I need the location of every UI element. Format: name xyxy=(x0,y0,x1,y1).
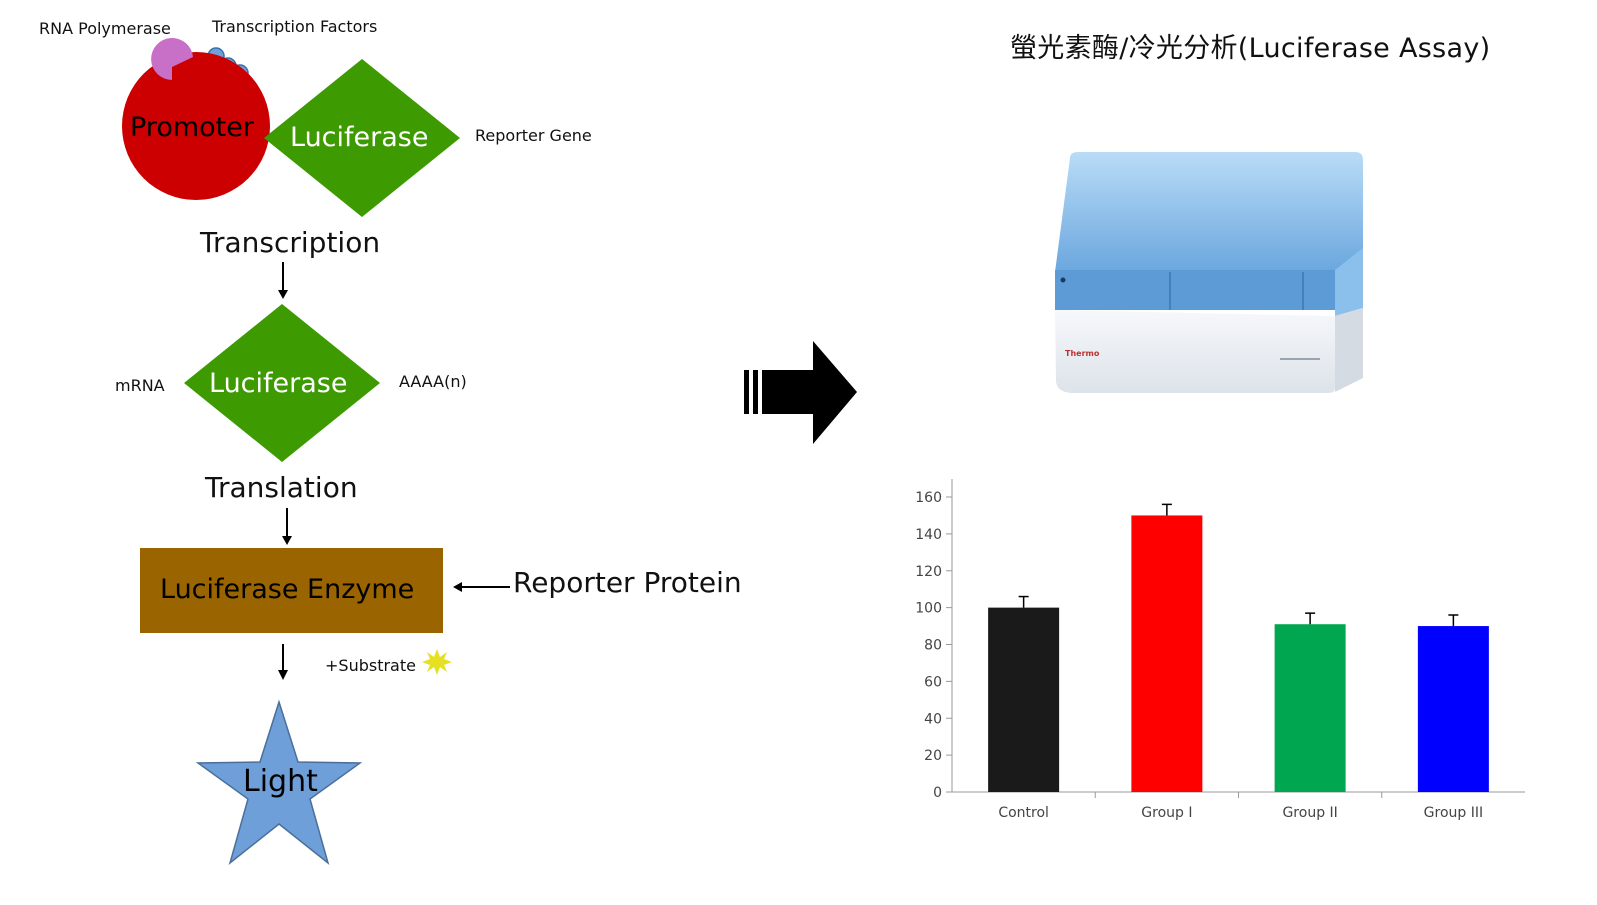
x-tick-label: Group III xyxy=(1424,805,1483,821)
y-tick-label: 100 xyxy=(915,601,942,617)
instrument-lid xyxy=(1055,152,1363,273)
x-tick-label: Control xyxy=(998,805,1049,821)
bar xyxy=(1274,624,1346,792)
page-title: 螢光素酶/冷光分析(Luciferase Assay) xyxy=(1010,33,1491,64)
bar xyxy=(1131,515,1203,792)
instrument-model-text xyxy=(1280,358,1320,360)
y-tick-label: 20 xyxy=(924,748,942,764)
instrument-front-panel xyxy=(1055,270,1335,310)
x-tick-label: Group II xyxy=(1282,805,1337,821)
y-tick-label: 160 xyxy=(915,490,942,506)
bars-group xyxy=(988,503,1489,792)
light-star xyxy=(195,699,363,866)
translation-arrowhead xyxy=(282,536,292,545)
transcription-factors-label: Transcription Factors xyxy=(212,17,378,36)
reporter-protein-arrowhead xyxy=(453,582,462,592)
power-indicator-icon xyxy=(1060,277,1066,283)
luciferase-gene-diamond xyxy=(264,59,460,217)
bar-chart: 0 20 40 60 80 100 120 140 160 Control Group I Grou… xyxy=(915,479,1525,821)
mrna-label: mRNA xyxy=(115,376,165,395)
luminometer-instrument-image: Thermo xyxy=(1055,152,1363,393)
luciferase-enzyme-box xyxy=(140,548,443,633)
bar xyxy=(1417,626,1489,792)
light-label: Light xyxy=(243,764,318,799)
y-tick-label: 40 xyxy=(924,711,942,727)
big-arrow-stripe xyxy=(753,370,758,414)
promoter-label: Promoter xyxy=(130,112,254,143)
y-tick-label: 120 xyxy=(915,564,942,580)
y-tick-label: 0 xyxy=(933,785,942,801)
luciferase-mrna-label: Luciferase xyxy=(209,368,348,399)
x-axis: Control Group I Group II Group III xyxy=(998,792,1483,821)
y-tick-label: 80 xyxy=(924,638,942,654)
rna-polymerase-label: RNA Polymerase xyxy=(39,19,171,38)
luciferase-pathway-diagram xyxy=(122,38,857,866)
transcription-label: Transcription xyxy=(200,226,381,259)
transcription-arrowhead xyxy=(278,290,288,299)
luciferase-gene-label: Luciferase xyxy=(290,122,429,153)
translation-label: Translation xyxy=(205,471,358,504)
promoter-circle xyxy=(122,52,270,200)
x-tick-label: Group I xyxy=(1141,805,1192,821)
reporter-protein-label: Reporter Protein xyxy=(513,566,742,599)
substrate-label: +Substrate xyxy=(325,656,416,675)
light-arrowhead xyxy=(278,670,288,680)
instrument-base-side xyxy=(1335,308,1363,392)
y-tick-label: 60 xyxy=(924,674,942,690)
big-arrow-stripe xyxy=(744,370,749,414)
substrate-burst-icon xyxy=(422,649,452,675)
luciferase-mrna-diamond xyxy=(184,304,380,462)
instrument-side xyxy=(1335,248,1363,316)
y-tick-label: 140 xyxy=(915,527,942,543)
enzyme-label: Luciferase Enzyme xyxy=(160,574,415,605)
big-right-arrow-icon xyxy=(762,341,857,444)
instrument-brand: Thermo xyxy=(1065,349,1100,358)
bar xyxy=(988,607,1060,792)
reporter-gene-label: Reporter Gene xyxy=(475,126,592,145)
instrument-base xyxy=(1055,310,1335,393)
polya-label: AAAA(n) xyxy=(399,372,467,391)
rna-polymerase-shape xyxy=(151,38,193,80)
